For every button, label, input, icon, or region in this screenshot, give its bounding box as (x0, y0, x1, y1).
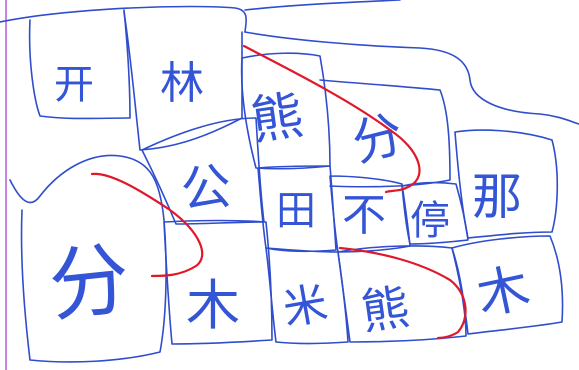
char-na: 那 (472, 168, 522, 226)
char-fen-upper: 分 (346, 104, 409, 172)
char-fen-big: 分 (45, 232, 134, 333)
char-tian: 田 (276, 188, 316, 234)
outer-top-small-curve (245, 0, 400, 10)
char-xiong-upper: 熊 (247, 86, 307, 153)
char-xiong-lower: 熊 (358, 279, 413, 341)
char-mi: 米 (279, 278, 331, 336)
char-ting: 停 (410, 198, 450, 244)
char-gong: 公 (178, 157, 234, 220)
char-bu: 不 (342, 190, 386, 241)
char-mu-right: 木 (472, 258, 535, 328)
char-kai: 开 (54, 62, 94, 108)
outer-top-curve (0, 7, 246, 33)
char-lin: 林 (160, 58, 204, 109)
char-mu-left: 木 (186, 274, 240, 337)
